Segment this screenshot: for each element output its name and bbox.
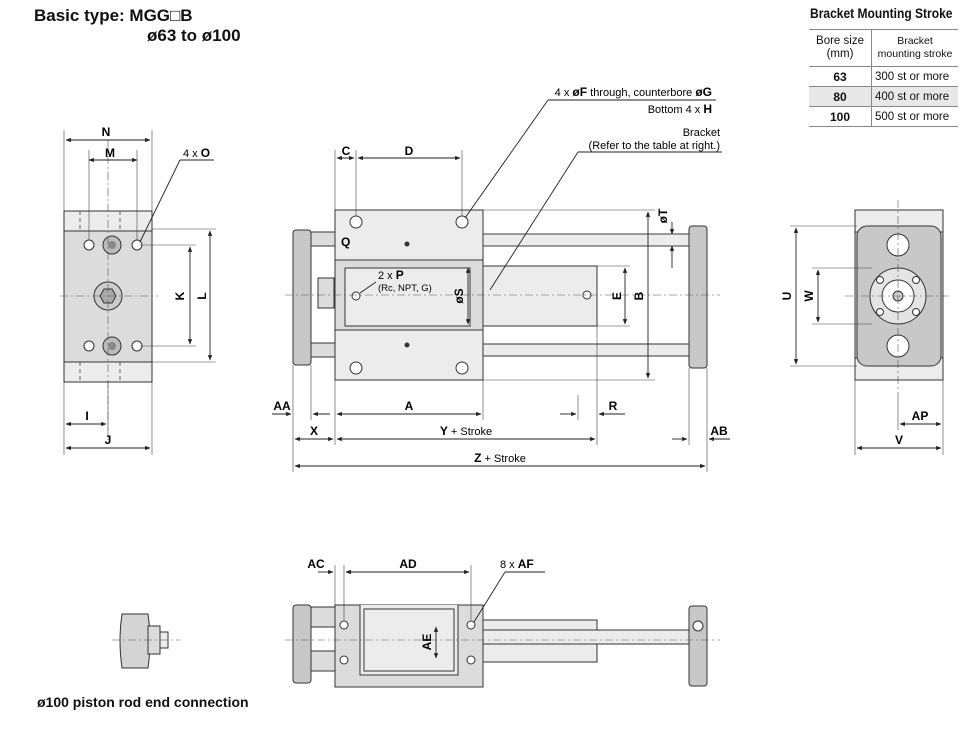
dim-label-e: E <box>610 292 624 300</box>
note-bracket: Bracket <box>683 127 720 139</box>
piston-rod-end-detail <box>112 613 180 669</box>
bracket-mounting-table: Bore size (mm) Bracket mounting stroke 6… <box>809 29 958 127</box>
center-view-dimensions: C D Q 4 x øF through, counterbore øG Bot… <box>272 85 730 472</box>
bore-cell: 100 <box>809 106 872 127</box>
dim-label-y: Y + Stroke <box>440 424 492 438</box>
bottom-view-dimensions: AC AD 8 x AF AE <box>307 557 545 659</box>
dim-label-ad: AD <box>399 557 417 571</box>
table-header-row: Bore size (mm) Bracket mounting stroke <box>809 29 958 67</box>
dim-label-w: W <box>802 290 816 302</box>
dim-label-r: R <box>609 399 618 413</box>
stroke-cell: 500 st or more <box>871 106 958 127</box>
dim-label-ac: AC <box>307 557 325 571</box>
bore-cell: 80 <box>809 86 872 107</box>
dim-label-d: D <box>405 144 414 158</box>
dim-label-s: øS <box>452 288 466 303</box>
right-end-view <box>845 200 950 395</box>
page-subtitle: ø63 to ø100 <box>147 26 241 45</box>
left-end-view <box>60 140 158 440</box>
right-view-dimensions: U W AP V <box>780 225 944 455</box>
dim-label-b: B <box>632 291 646 300</box>
dim-label-q: Q <box>341 235 350 249</box>
dim-label-ae: AE <box>420 634 434 651</box>
note-f-g: 4 x øF through, counterbore øG <box>555 85 712 99</box>
left-view-dimensions: N M 4 x O K L I J <box>63 125 216 455</box>
dim-label-i: I <box>85 409 88 423</box>
stroke-cell: 300 st or more <box>871 66 958 87</box>
stroke-cell: 400 st or more <box>871 86 958 107</box>
dim-label-c: C <box>342 144 351 158</box>
dim-label-n: N <box>102 125 111 139</box>
note-bracket-ref: (Refer to the table at right.) <box>589 140 720 152</box>
dim-label-ab: AB <box>710 424 728 438</box>
dim-label-t: øT <box>656 208 670 223</box>
table-row: 100 500 st or more <box>809 106 958 127</box>
note-p-thread: (Rc, NPT, G) <box>378 283 432 294</box>
detail-caption: ø100 piston rod end connection <box>37 694 249 710</box>
bracket-table-title: Bracket Mounting Stroke <box>810 5 953 21</box>
dim-label-m: M <box>105 146 115 160</box>
dim-label-ap: AP <box>912 409 929 423</box>
bottom-view <box>285 604 720 688</box>
table-row: 80 400 st or more <box>809 86 958 107</box>
dim-label-z: Z + Stroke <box>474 451 526 465</box>
dim-label-k: K <box>173 291 187 300</box>
dim-label-aa: AA <box>273 399 291 413</box>
dim-label-u: U <box>780 292 794 301</box>
center-side-view <box>285 209 720 381</box>
dim-label-x: X <box>310 424 318 438</box>
dim-label-a: A <box>405 399 414 413</box>
bore-cell: 63 <box>809 66 872 87</box>
header-bracket-stroke: Bracket mounting stroke <box>871 29 958 67</box>
dim-label-j: J <box>105 433 112 447</box>
note-h: Bottom 4 x H <box>648 102 712 116</box>
note-4xo: 4 x O <box>183 146 210 160</box>
page-title: Basic type: MGG□B <box>34 6 193 25</box>
note-8xaf: 8 x AF <box>500 557 534 571</box>
dim-label-v: V <box>895 433 903 447</box>
note-2xp: 2 x P <box>378 268 404 282</box>
header-bore-size: Bore size (mm) <box>809 29 872 67</box>
table-row: 63 300 st or more <box>809 66 958 87</box>
dim-label-l: L <box>195 292 209 299</box>
